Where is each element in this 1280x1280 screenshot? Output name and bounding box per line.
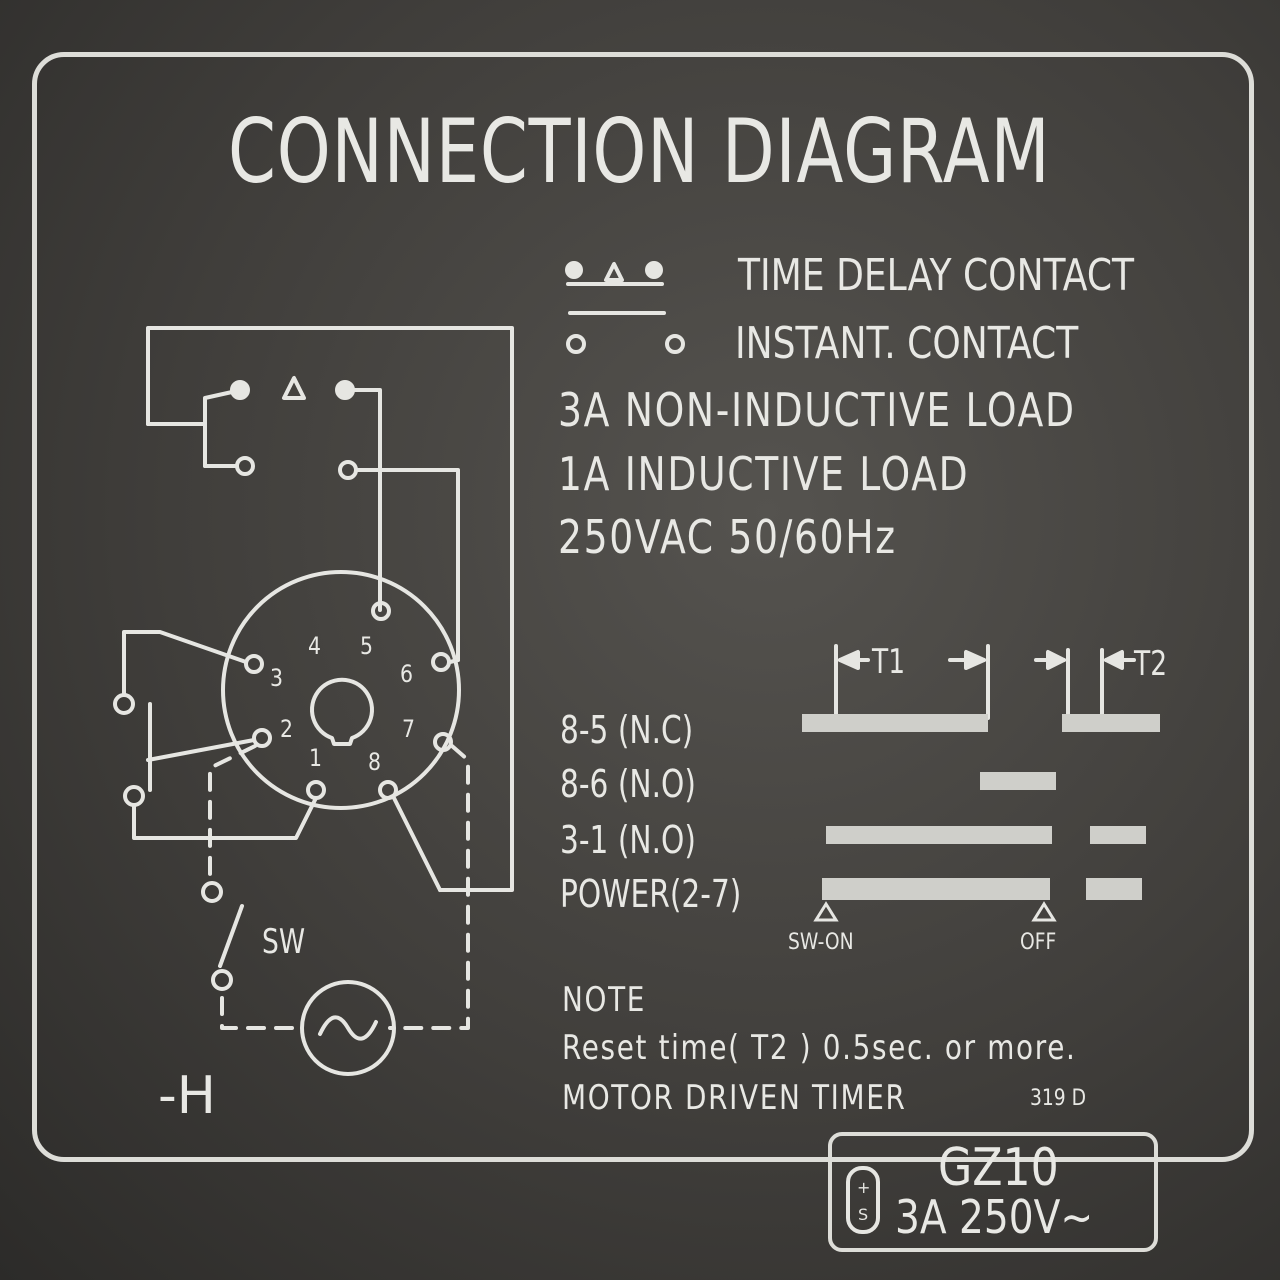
time-delay-contact-icon xyxy=(565,261,664,286)
page-title: CONNECTION DIAGRAM xyxy=(228,100,1051,203)
pin-label-4: 4 xyxy=(308,632,321,660)
timing-t1-label: T1 xyxy=(872,642,906,682)
bar-power-a xyxy=(822,878,1050,900)
spec-inductive: 1A INDUCTIVE LOAD xyxy=(558,447,970,501)
note-heading: NOTE xyxy=(562,980,647,1020)
switch-sw xyxy=(201,881,244,991)
fuse-plus-mark: + xyxy=(857,1178,870,1197)
bar-8-5-b xyxy=(1062,714,1160,732)
legend-instant: INSTANT. CONTACT xyxy=(735,318,1079,369)
timing-row-3-1: 3-1 (N.O) xyxy=(560,818,696,862)
rating-box xyxy=(828,1132,1158,1252)
note-code: 319 D xyxy=(1030,1086,1087,1111)
timing-chart xyxy=(834,644,1136,720)
timing-sw-on-label: SW-ON xyxy=(788,930,854,955)
timing-bars xyxy=(802,714,1160,900)
bar-8-5-a xyxy=(802,714,988,732)
pin-label-5: 5 xyxy=(360,632,373,660)
fuse-icon xyxy=(846,1166,880,1234)
sw-on-marker xyxy=(813,901,839,922)
pin-label-7: 7 xyxy=(402,715,415,743)
bar-power-b xyxy=(1086,878,1142,900)
ac-source-icon xyxy=(300,980,396,1076)
timing-row-8-6: 8-6 (N.O) xyxy=(560,762,696,806)
label-plate xyxy=(32,52,1254,1162)
bar-8-6 xyxy=(980,772,1056,790)
bar-3-1-b xyxy=(1090,826,1146,844)
off-marker xyxy=(1031,901,1057,922)
legend-time-delay: TIME DELAY CONTACT xyxy=(738,250,1135,301)
timing-off-label: OFF xyxy=(1020,930,1057,955)
spec-voltage: 250VAC 50/60Hz xyxy=(558,510,897,564)
spec-non-inductive: 3A NON-INDUCTIVE LOAD xyxy=(558,383,1076,437)
pin-label-6: 6 xyxy=(400,660,413,688)
timing-t2-label: T2 xyxy=(1134,644,1168,684)
timing-row-8-5: 8-5 (N.C) xyxy=(560,708,694,752)
switch-label: SW xyxy=(262,922,306,962)
rating-value: 3A 250V~ xyxy=(895,1190,1094,1244)
octal-socket xyxy=(221,570,461,810)
time-delay-contact-schematic xyxy=(146,376,460,662)
pin-label-1: 1 xyxy=(309,744,322,772)
note-product: MOTOR DRIVEN TIMER xyxy=(562,1078,907,1118)
instant-contact-icon xyxy=(566,311,685,354)
note-reset-time: Reset time( T2 ) 0.5sec. or more. xyxy=(562,1028,1077,1068)
rating-model: GZ10 xyxy=(938,1138,1059,1198)
pin-label-3: 3 xyxy=(270,664,283,692)
pin-label-8: 8 xyxy=(368,748,381,776)
timing-row-power: POWER(2-7) xyxy=(560,872,742,916)
bar-3-1-a xyxy=(826,826,1052,844)
pin-label-2: 2 xyxy=(280,715,293,743)
model-suffix: -H xyxy=(158,1066,216,1126)
fuse-s-mark: S xyxy=(858,1205,868,1224)
